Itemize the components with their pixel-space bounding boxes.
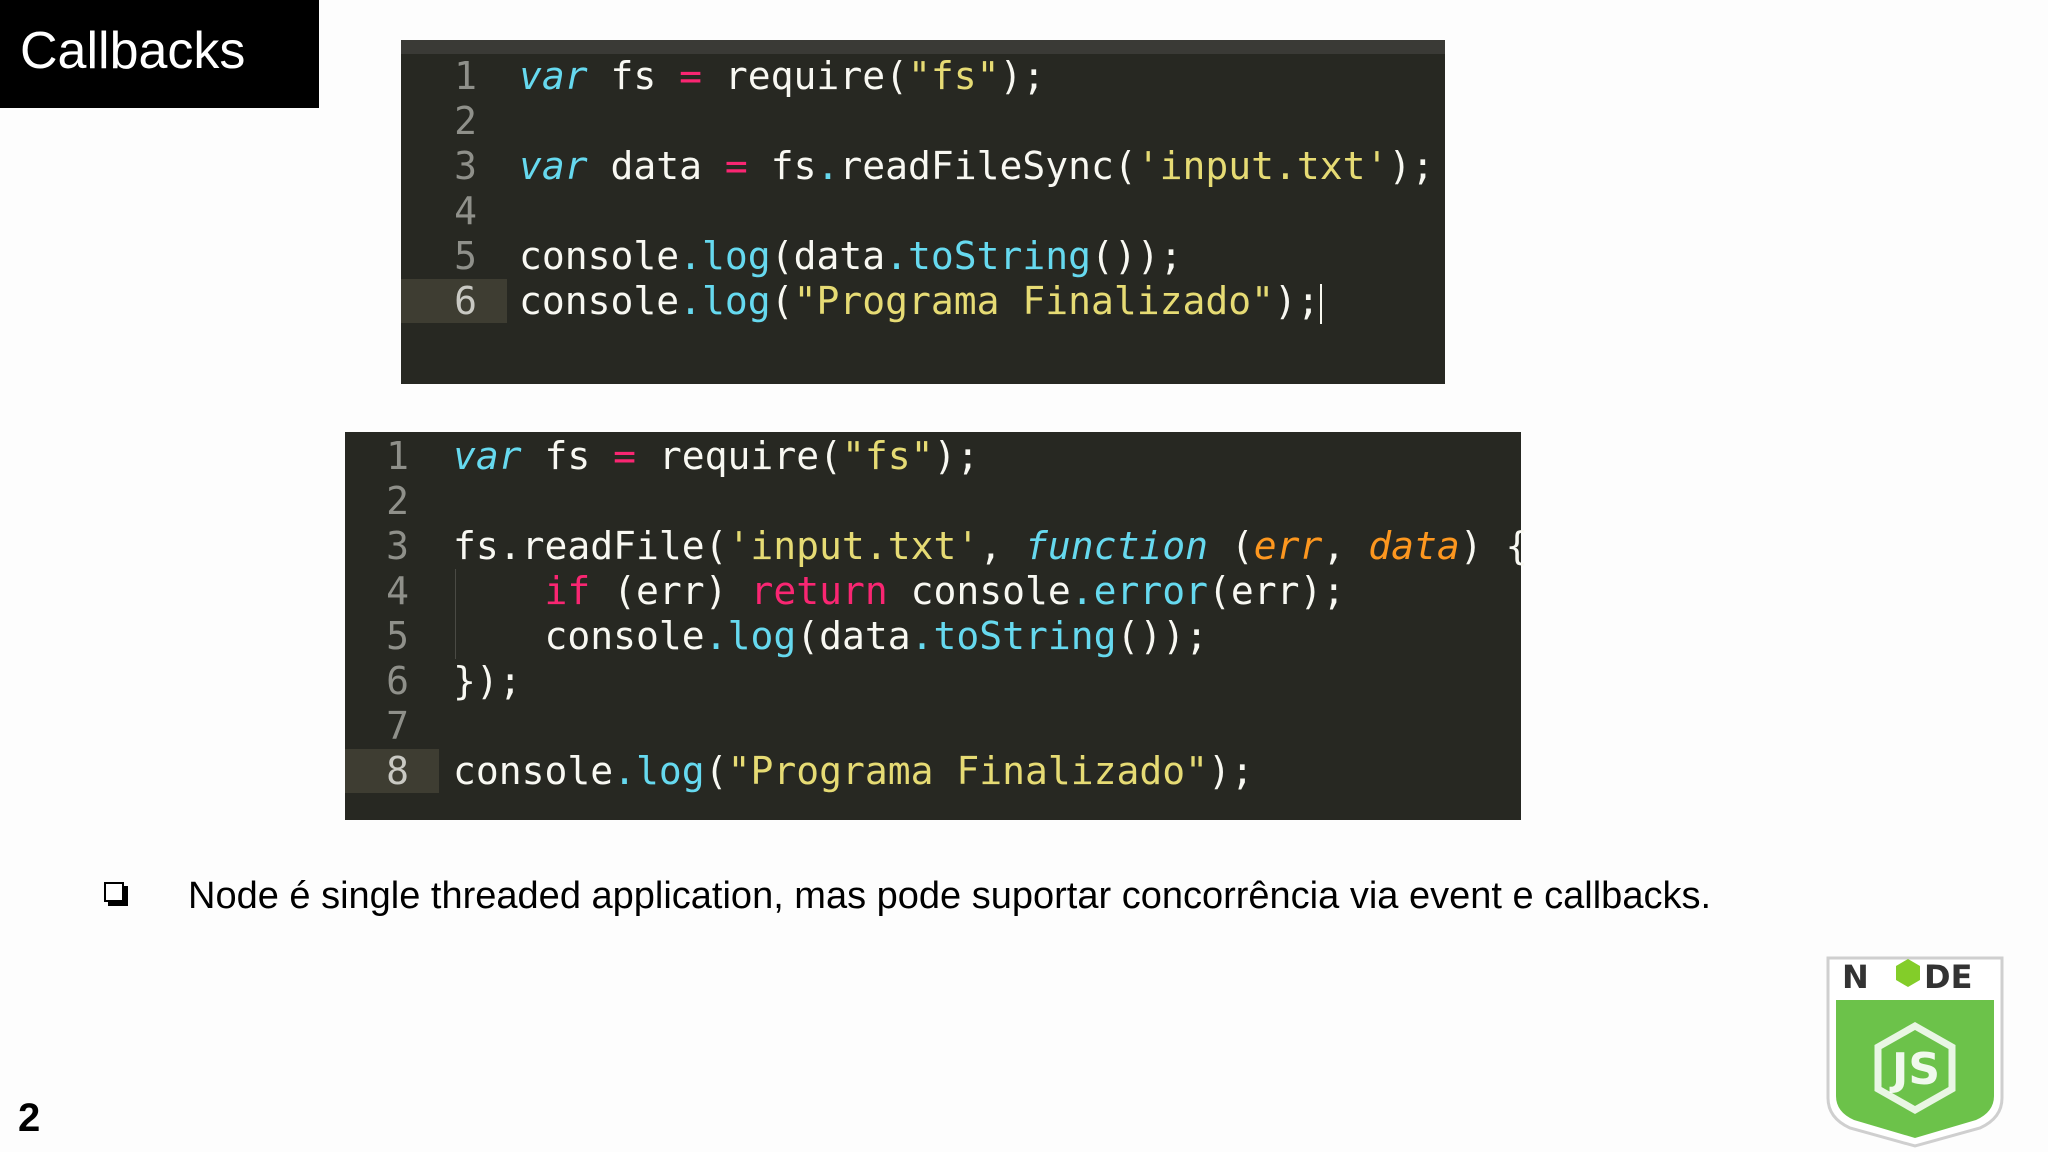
text-cursor <box>1319 283 1322 324</box>
code-line: 6 console.log("Programa Finalizado"); <box>401 279 1445 324</box>
code-line: 8 console.log("Programa Finalizado"); <box>345 749 1521 793</box>
code-line: 3 fs.readFile('input.txt', function (err,… <box>345 524 1528 568</box>
code-line: 6}); <box>345 659 1521 703</box>
indent-guide <box>455 569 456 659</box>
nodejs-logo-icon: N DE JS <box>1826 956 2004 1148</box>
line-number: 6 <box>401 279 507 323</box>
line-number: 1 <box>454 54 477 98</box>
line-number: 5 <box>386 614 409 658</box>
code-line: 2 <box>401 99 1445 143</box>
line-number: 3 <box>386 524 409 568</box>
line-number: 4 <box>386 569 409 613</box>
code-text: console.log(data.toString()); <box>453 614 1209 658</box>
code-line: 5 console.log(data.toString()); <box>401 234 1445 278</box>
code-text: console.log("Programa Finalizado"); <box>519 279 1322 324</box>
bullet-item: Node é single threaded application, mas … <box>100 868 2000 924</box>
code-line: 4 if (err) return console.error(err); <box>345 569 1521 613</box>
logo-text-n: N <box>1842 958 1869 996</box>
code-line: 1 var fs = require("fs"); <box>345 434 1521 478</box>
code-text: if (err) return console.error(err); <box>544 569 1346 613</box>
line-number: 7 <box>386 704 409 748</box>
code-line: 4 <box>401 189 1445 233</box>
code-text: console.log("Programa Finalizado"); <box>453 749 1254 793</box>
page-number: 2 <box>18 1096 41 1140</box>
line-number: 2 <box>386 479 409 523</box>
checkbox-bullet-icon <box>104 882 124 902</box>
editor-tab-bar <box>401 40 1445 54</box>
code-line: 2 <box>345 479 1521 523</box>
code-line: 1 var fs = require("fs"); <box>401 54 1445 98</box>
code-text: console.log(data.toString()); <box>519 234 1183 278</box>
line-number: 8 <box>345 749 439 793</box>
line-number: 3 <box>454 144 477 188</box>
code-line: 7 <box>345 704 1521 748</box>
code-line: 3 var data = fs.readFileSync('input.txt')… <box>401 144 1445 188</box>
slide-title: Callbacks <box>0 0 319 108</box>
code-text: }); <box>453 659 522 703</box>
code-text: var fs = require("fs"); <box>519 54 1046 98</box>
logo-text-de: DE <box>1924 958 1972 996</box>
line-number: 5 <box>454 234 477 278</box>
line-number: 2 <box>454 99 477 143</box>
bullet-text: Node é single threaded application, mas … <box>188 875 1712 917</box>
code-text: fs.readFile('input.txt', function (err, … <box>453 524 1529 568</box>
line-number: 1 <box>386 434 409 478</box>
line-number: 6 <box>386 659 409 703</box>
line-number: 4 <box>454 189 477 233</box>
code-text: var fs = require("fs"); <box>453 434 980 478</box>
logo-badge-text: JS <box>1889 1044 1940 1095</box>
logo-hexagon <box>1896 959 1920 987</box>
code-line: 5 console.log(data.toString()); <box>345 614 1521 658</box>
code-text: var data = fs.readFileSync('input.txt'); <box>519 144 1435 188</box>
